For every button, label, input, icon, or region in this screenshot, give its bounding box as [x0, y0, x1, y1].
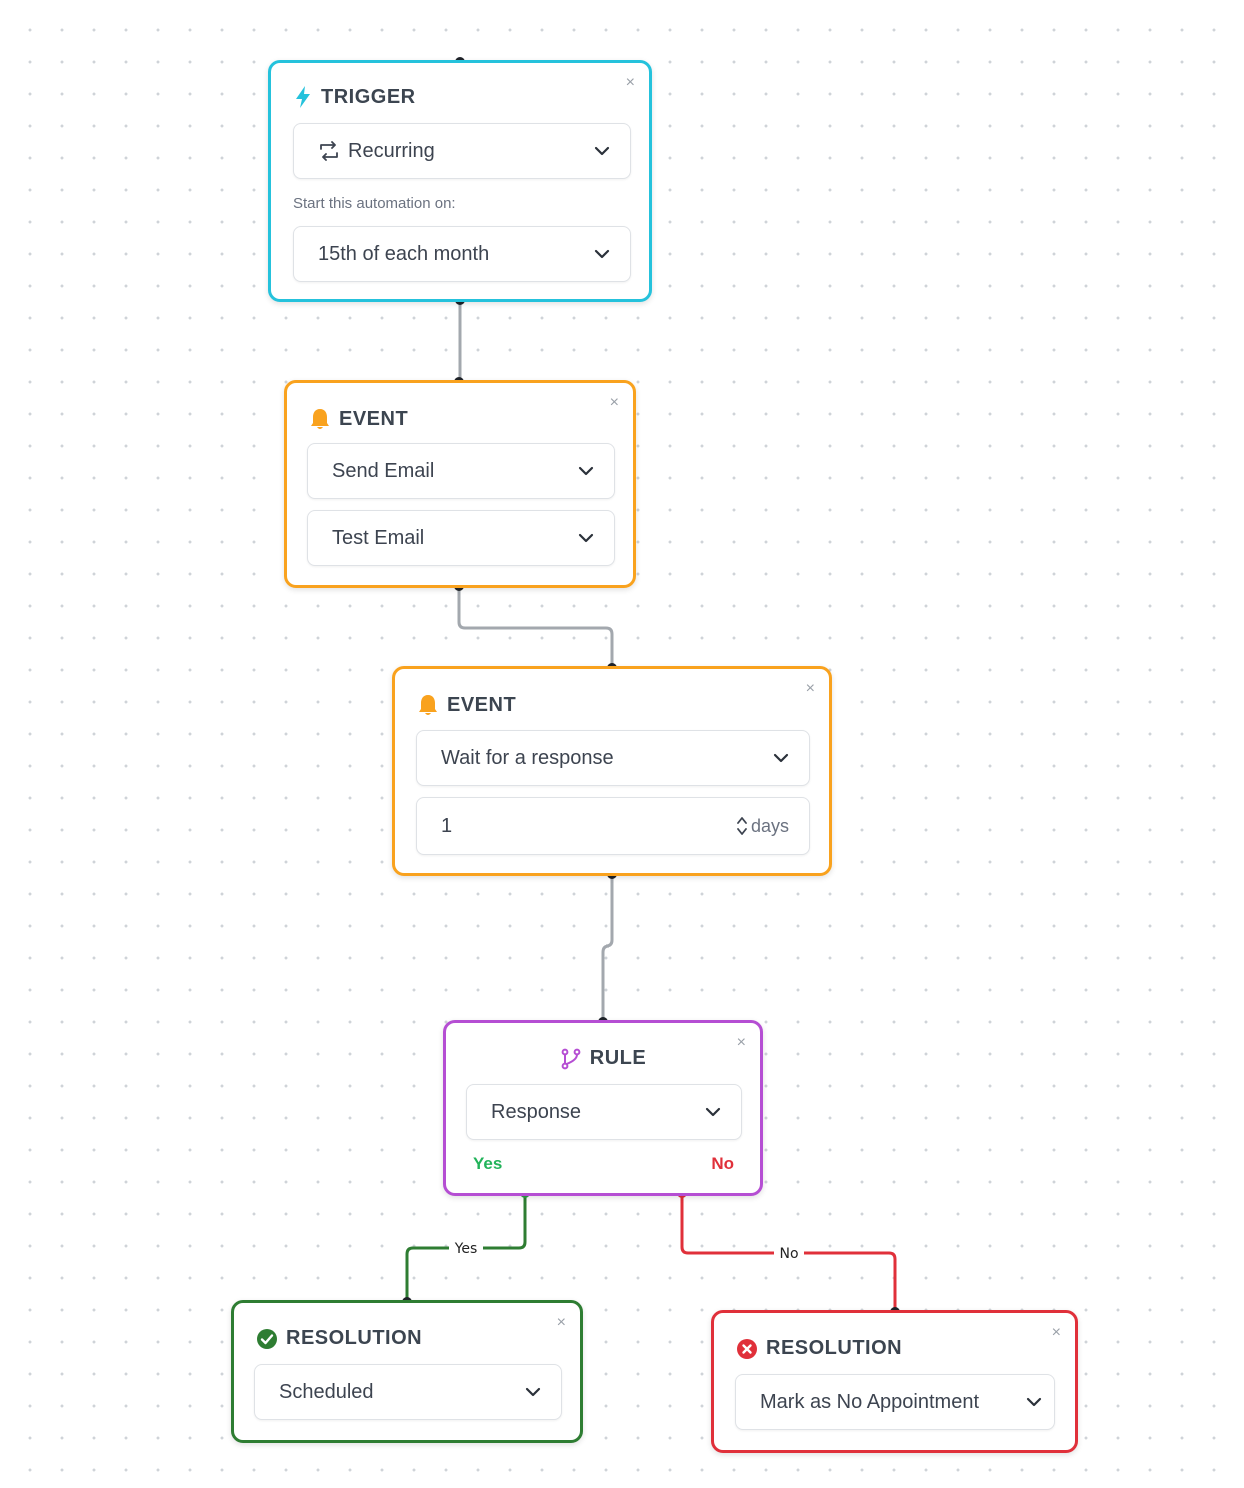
event1-action-select[interactable]: Send Email	[307, 443, 615, 499]
x-circle-icon	[737, 1338, 757, 1359]
chevron-down-icon	[773, 753, 789, 763]
event2-duration-value: 1	[441, 814, 453, 837]
resolution-no-status-select[interactable]: Mark as No Appointment	[735, 1374, 1055, 1430]
edge-event1-event2	[457, 586, 614, 668]
event1-template-value: Test Email	[332, 526, 425, 549]
lightning-bolt-icon	[296, 86, 310, 108]
chevron-down-icon	[705, 1107, 721, 1117]
edge-no-label-bg	[774, 1243, 804, 1263]
event2-duration-input[interactable]: 1 days	[416, 797, 810, 855]
edge-event2-rule	[601, 874, 614, 1022]
event1-action-value: Send Email	[332, 459, 435, 482]
trigger-type-select[interactable]: Recurring	[293, 123, 631, 179]
trigger-close-button[interactable]: ×	[625, 74, 635, 91]
rule-yes-label: Yes	[473, 1154, 503, 1173]
trigger-node[interactable]: TRIGGER × Recurring Start this automatio…	[268, 60, 652, 302]
event2-close-button[interactable]: ×	[805, 680, 815, 697]
rule-condition-select[interactable]: Response	[466, 1084, 742, 1140]
event-node-send-email[interactable]: EVENT × Send Email Test Email	[284, 380, 636, 588]
resolution-yes-close-button[interactable]: ×	[556, 1314, 566, 1331]
up-down-arrows-icon[interactable]	[735, 814, 749, 838]
edge-rule-yes	[405, 1193, 527, 1302]
event1-title: EVENT	[339, 407, 409, 430]
resolution-no-status-value: Mark as No Appointment	[760, 1390, 979, 1413]
trigger-start-label: Start this automation on:	[293, 195, 456, 212]
resolution-yes-status-value: Scheduled	[279, 1380, 374, 1403]
rule-close-button[interactable]: ×	[736, 1034, 746, 1051]
chevron-down-icon	[594, 249, 610, 259]
event2-action-select[interactable]: Wait for a response	[416, 730, 810, 786]
event2-header: EVENT	[417, 693, 516, 717]
event2-title: EVENT	[447, 693, 517, 716]
chevron-down-icon	[578, 466, 594, 476]
edge-yes-label-bg	[449, 1238, 483, 1258]
branch-icon	[561, 1048, 581, 1069]
event2-duration-unit: days	[750, 815, 789, 836]
trigger-header: TRIGGER	[293, 85, 416, 109]
trigger-type-value: Recurring	[348, 139, 435, 162]
chevron-down-icon	[1026, 1397, 1042, 1407]
rule-no-label: No	[711, 1154, 734, 1173]
event1-template-select[interactable]: Test Email	[307, 510, 615, 566]
trigger-schedule-value: 15th of each month	[318, 242, 490, 265]
chevron-down-icon	[594, 146, 610, 156]
event-node-wait-response[interactable]: EVENT × Wait for a response 1 days	[392, 666, 832, 876]
resolution-node-no-appointment[interactable]: RESOLUTION × Mark as No Appointment	[711, 1310, 1078, 1453]
edge-yes-label: Yes	[454, 1241, 478, 1257]
resolution-no-title: RESOLUTION	[766, 1337, 903, 1359]
repeat-icon	[320, 141, 338, 161]
event1-header: EVENT	[309, 407, 408, 431]
edge-no-label: No	[779, 1246, 798, 1262]
chevron-down-icon	[578, 533, 594, 543]
resolution-yes-status-select[interactable]: Scheduled	[254, 1364, 562, 1420]
event2-action-value: Wait for a response	[441, 746, 614, 769]
resolution-no-header: RESOLUTION	[736, 1337, 902, 1360]
trigger-title: TRIGGER	[321, 85, 416, 108]
bell-icon	[419, 695, 437, 715]
event1-close-button[interactable]: ×	[609, 394, 619, 411]
check-circle-icon	[257, 1328, 277, 1349]
resolution-no-close-button[interactable]: ×	[1051, 1324, 1061, 1341]
resolution-yes-title: RESOLUTION	[286, 1327, 423, 1349]
resolution-node-scheduled[interactable]: RESOLUTION × Scheduled	[231, 1300, 583, 1443]
rule-condition-value: Response	[491, 1100, 582, 1123]
edge-rule-no	[680, 1193, 897, 1312]
rule-node[interactable]: RULE × Response Yes No	[443, 1020, 763, 1196]
rule-header: RULE	[446, 1047, 760, 1070]
rule-title: RULE	[589, 1047, 647, 1069]
chevron-down-icon	[525, 1387, 541, 1397]
bell-icon	[311, 409, 329, 429]
resolution-yes-header: RESOLUTION	[256, 1327, 422, 1350]
trigger-schedule-select[interactable]: 15th of each month	[293, 226, 631, 282]
